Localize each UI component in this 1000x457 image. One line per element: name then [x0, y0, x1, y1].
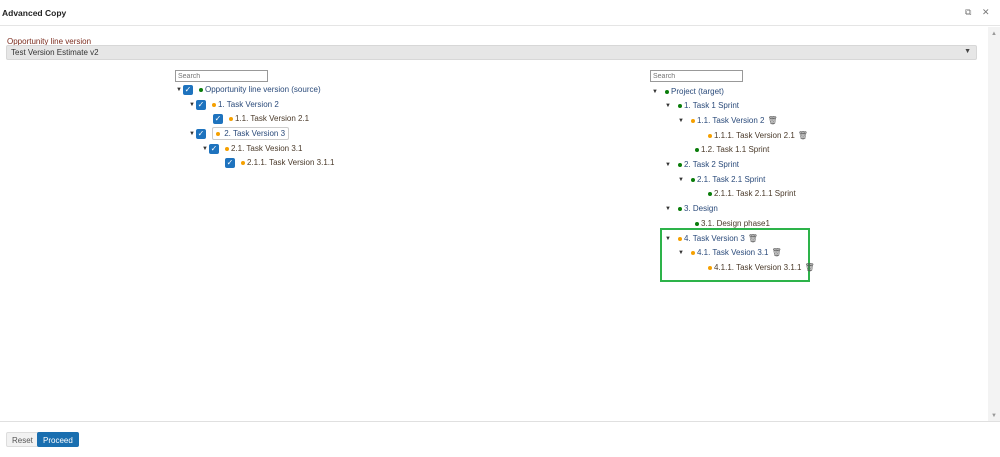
- node-label: 4.1. Task Vesion 3.1: [697, 248, 769, 257]
- tree-node[interactable]: ▼ 2. Task 2 Sprint: [665, 158, 739, 171]
- tree-node[interactable]: ▼✓ Opportunity line version (source): [176, 83, 321, 96]
- expand-triangle-icon[interactable]: ▼: [176, 86, 182, 93]
- tree-node[interactable]: ▼ 3. Design: [665, 202, 718, 215]
- tree-node[interactable]: ▼ 4.1. Task Vesion 3.1🗑: [678, 246, 782, 259]
- expand-triangle-icon[interactable]: ▼: [678, 249, 684, 256]
- checkbox[interactable]: ✓: [213, 113, 223, 124]
- node-label: 2.1.1. Task Version 3.1.1: [247, 158, 335, 167]
- node-label: 1.2. Task 1.1 Sprint: [701, 145, 770, 154]
- tree-node[interactable]: ✓ 1.1. Task Version 2.1: [213, 112, 309, 125]
- status-dot-icon: [212, 102, 216, 107]
- expand-triangle-icon[interactable]: ▼: [189, 101, 195, 108]
- trash-icon[interactable]: 🗑: [771, 248, 782, 257]
- expand-triangle-icon[interactable]: ▼: [665, 102, 671, 109]
- trash-icon[interactable]: 🗑: [797, 131, 808, 140]
- tree-node[interactable]: ▼ 4. Task Version 3🗑: [665, 232, 758, 245]
- title-bar: Advanced Copy ⧉ ✕: [0, 0, 1000, 26]
- source-search-input[interactable]: [175, 70, 268, 82]
- trash-icon[interactable]: 🗑: [804, 263, 815, 272]
- tree-node[interactable]: 1.1.1. Task Version 2.1🗑: [708, 129, 808, 142]
- tree-node[interactable]: ▼ 1.1. Task Version 2🗑: [678, 114, 778, 127]
- close-icon[interactable]: ✕: [982, 7, 990, 17]
- node-label: 1.1.1. Task Version 2.1: [714, 131, 795, 140]
- scroll-up-icon[interactable]: ▲: [991, 31, 997, 37]
- tree-node[interactable]: 3.1. Design phase1: [695, 217, 770, 230]
- trash-icon[interactable]: 🗑: [767, 116, 778, 125]
- restore-icon[interactable]: ⧉: [965, 7, 972, 17]
- scroll-down-icon[interactable]: ▼: [991, 413, 997, 419]
- status-dot-icon: [225, 146, 229, 151]
- node-label: 2. Task 2 Sprint: [684, 160, 739, 169]
- status-dot-icon: [691, 250, 695, 255]
- field-label: Opportunity line version: [7, 37, 92, 46]
- tree-node[interactable]: ▼✓ 2. Task Version 3: [189, 127, 290, 140]
- status-dot-icon: [241, 160, 245, 165]
- select-value: Test Version Estimate v2: [11, 48, 99, 57]
- status-dot-icon: [708, 133, 712, 138]
- status-dot-icon: [665, 89, 669, 94]
- footer: [0, 421, 1000, 457]
- expand-triangle-icon[interactable]: ▼: [652, 88, 658, 95]
- node-label: Opportunity line version (source): [205, 85, 321, 94]
- node-label: 4.1.1. Task Version 3.1.1: [714, 263, 802, 272]
- node-label: 4. Task Version 3: [684, 234, 745, 243]
- reset-button[interactable]: Reset: [6, 432, 39, 447]
- dialog-title: Advanced Copy: [2, 8, 67, 18]
- status-dot-icon: [678, 236, 682, 241]
- expand-triangle-icon[interactable]: ▼: [678, 117, 684, 124]
- expand-triangle-icon[interactable]: ▼: [665, 161, 671, 168]
- expand-triangle-icon[interactable]: ▼: [189, 130, 195, 137]
- status-dot-icon: [691, 118, 695, 123]
- checkbox[interactable]: ✓: [196, 128, 206, 139]
- node-label: 2.1. Task 2.1 Sprint: [697, 175, 766, 184]
- selected-node[interactable]: 2. Task Version 3: [212, 127, 290, 140]
- highlight-box: [660, 228, 810, 282]
- expand-triangle-icon[interactable]: ▼: [665, 205, 671, 212]
- tree-node[interactable]: ▼✓ 2.1. Task Vesion 3.1: [202, 142, 302, 155]
- node-label: 3.1. Design phase1: [701, 219, 770, 228]
- expand-triangle-icon[interactable]: ▼: [678, 176, 684, 183]
- target-search-input[interactable]: [650, 70, 743, 82]
- tree-node[interactable]: ▼ Project (target): [652, 85, 724, 98]
- checkbox[interactable]: ✓: [183, 84, 193, 95]
- checkbox[interactable]: ✓: [209, 143, 219, 154]
- expand-triangle-icon[interactable]: ▼: [202, 145, 208, 152]
- checkbox[interactable]: ✓: [225, 157, 235, 168]
- tree-node[interactable]: ✓ 2.1.1. Task Version 3.1.1: [225, 156, 334, 169]
- tree-node[interactable]: ▼ 1. Task 1 Sprint: [665, 99, 739, 112]
- tree-node[interactable]: ▼✓ 1. Task Version 2: [189, 98, 279, 111]
- scrollbar[interactable]: ▲▼: [988, 27, 1000, 421]
- node-label: 2. Task Version 3: [224, 129, 286, 138]
- node-label: 1. Task Version 2: [218, 100, 279, 109]
- status-dot-icon: [678, 206, 682, 211]
- expand-triangle-icon[interactable]: ▼: [665, 235, 671, 242]
- status-dot-icon: [708, 265, 712, 270]
- tree-node[interactable]: ▼ 2.1. Task 2.1 Sprint: [678, 173, 765, 186]
- node-label: 1.1. Task Version 2.1: [235, 114, 310, 123]
- checkbox[interactable]: ✓: [196, 99, 206, 110]
- node-label: 1. Task 1 Sprint: [684, 101, 739, 110]
- chevron-down-icon: ▼: [964, 48, 971, 55]
- opportunity-line-version-select[interactable]: Test Version Estimate v2 ▼: [6, 45, 977, 60]
- node-label: 3. Design: [684, 204, 718, 213]
- tree-node[interactable]: 4.1.1. Task Version 3.1.1🗑: [708, 261, 815, 274]
- status-dot-icon: [691, 177, 695, 182]
- proceed-button[interactable]: Proceed: [37, 432, 79, 447]
- status-dot-icon: [695, 221, 699, 226]
- node-label: 2.1. Task Vesion 3.1: [231, 144, 303, 153]
- status-dot-icon: [708, 191, 712, 196]
- status-dot-icon: [678, 103, 682, 108]
- status-dot-icon: [229, 116, 233, 121]
- tree-node[interactable]: 1.2. Task 1.1 Sprint: [695, 143, 769, 156]
- status-dot-icon: [678, 162, 682, 167]
- status-dot-icon: [695, 147, 699, 152]
- trash-icon[interactable]: 🗑: [747, 234, 758, 243]
- tree-node[interactable]: 2.1.1. Task 2.1.1 Sprint: [708, 187, 796, 200]
- node-label: Project (target): [671, 87, 724, 96]
- status-dot-icon: [216, 132, 220, 136]
- node-label: 1.1. Task Version 2: [697, 116, 765, 125]
- status-dot-icon: [199, 87, 203, 92]
- node-label: 2.1.1. Task 2.1.1 Sprint: [714, 189, 796, 198]
